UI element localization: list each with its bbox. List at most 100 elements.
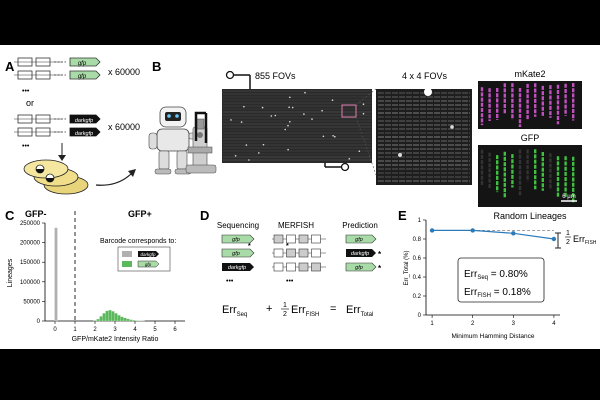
texture-dot — [331, 99, 334, 101]
gfp-label: gfp — [78, 61, 87, 67]
series-line — [432, 229, 554, 240]
y-tick-label: 150000 — [20, 260, 41, 266]
darkgfp-arrow — [69, 127, 101, 137]
random-lineages-label: Random Lineages — [493, 211, 567, 221]
fovs-label: 855 FOVs — [255, 71, 296, 81]
histogram-bar — [96, 318, 100, 322]
histogram-bar — [135, 320, 139, 322]
legend-gfp-arrow — [137, 260, 160, 268]
equals-sign: = — [330, 303, 336, 315]
texture-dot — [245, 144, 248, 146]
data-point — [551, 236, 557, 242]
texture-dot — [240, 121, 243, 123]
zoom-line — [355, 88, 377, 106]
legend-swatch-darkgfp — [122, 251, 132, 257]
seq-arrow-gfp — [221, 234, 255, 244]
microscopy-image-fovs — [222, 89, 372, 163]
darkgfp-construct-row: darkgfp — [14, 127, 101, 137]
err-seq-value: ErrSeq = 0.80% — [464, 269, 528, 281]
texture-dot — [303, 113, 305, 115]
panel-e-letter: E — [398, 208, 407, 223]
merfish-bit-box — [273, 248, 284, 258]
x-tick-label: 1 — [73, 327, 77, 333]
panel-a-letter: A — [5, 59, 15, 74]
darkgfp-construct-row: darkgfp — [14, 114, 101, 124]
texture-dot — [334, 135, 336, 138]
mkate-label: mKate2 — [514, 69, 545, 79]
y-tick-label: 200000 — [20, 241, 41, 247]
merfish-bit-box — [273, 262, 284, 272]
pred-label: gfp — [355, 265, 363, 271]
gfp-channel-label: GFP — [521, 133, 540, 143]
y-tick-label: 0.4 — [413, 275, 422, 281]
connector-line — [194, 111, 206, 141]
y-tick-label: 0.6 — [413, 256, 422, 262]
gfp-positive-label: GFP+ — [128, 209, 152, 219]
merfish-bit-box — [286, 262, 296, 272]
ellipsis: ••• — [22, 88, 30, 95]
pred-label: darkgfp — [351, 251, 369, 257]
texture-dot — [332, 135, 334, 137]
histogram-bar — [132, 320, 136, 322]
x-tick-label: 1 — [430, 321, 434, 327]
seq-arrow-gfp — [221, 248, 255, 258]
annot-denominator: 2 — [566, 239, 570, 246]
y-tick-label: 50000 — [23, 299, 40, 305]
curved-arrow-head — [128, 169, 136, 177]
x-tick-label: 3 — [512, 321, 516, 327]
error-equation: ErrSeq + 1 2 ErrFISH = ErrTotal — [222, 302, 373, 318]
merfish-bit-box — [273, 234, 284, 244]
y-tick-label: 0.8 — [413, 237, 422, 243]
merfish-barcodes — [272, 234, 326, 272]
robot-microscope-icon — [148, 106, 217, 175]
seq-label: gfp — [232, 251, 240, 257]
error-asterisk: * — [378, 264, 382, 273]
x-axis-label: Minimum Hamming Distance — [451, 333, 534, 340]
panel-b: B 855 FOVs — [148, 59, 582, 221]
panel-c-letter: C — [5, 208, 15, 223]
texture-dot — [289, 96, 291, 99]
texture-dot — [304, 91, 306, 94]
scale-bar-label: 6 μm — [562, 194, 575, 200]
err-fish: ErrFISH — [291, 304, 319, 318]
panel-c: C GFP- GFP+ 0500001000001500002000002500… — [5, 208, 185, 343]
x-tick-label: 0 — [53, 327, 57, 333]
texture-dot — [243, 105, 245, 108]
microscopy-texture — [223, 90, 371, 161]
legend-item-gfp: gfp — [145, 262, 152, 267]
histogram-bar — [99, 316, 103, 322]
texture-dot — [311, 118, 313, 120]
pred-arrow-gfp — [345, 262, 377, 272]
legend: Barcode corresponds to: darkgfp gfp — [100, 238, 176, 272]
gfp-negative-label: GFP- — [25, 209, 47, 219]
x-axis-label: GFP/mKate2 Intensity Ratio — [72, 336, 159, 343]
merfish-bit-box — [298, 248, 309, 258]
histogram-bar — [102, 313, 106, 322]
texture-dot — [322, 135, 325, 138]
x-tick-label: 2 — [471, 321, 475, 327]
bright-spot — [398, 153, 402, 157]
histogram-bar — [93, 320, 97, 322]
texture-dot — [248, 159, 250, 161]
histogram-bar — [114, 313, 118, 322]
y-tick-group: 00.20.40.60.81 — [413, 218, 426, 319]
legend-swatch-gfp — [122, 261, 132, 267]
y-tick-label: 250000 — [20, 221, 41, 227]
texture-dot — [261, 106, 264, 109]
panel-a: A gfp gfp x 60000 ••• or — [5, 57, 140, 195]
histogram-bar — [108, 309, 112, 322]
texture-dot — [274, 114, 277, 117]
bracket-annotation: 1 2 ErrFISH — [555, 230, 597, 249]
histogram-bar — [123, 317, 127, 322]
histogram-bar — [105, 310, 109, 322]
texture-dot — [362, 103, 365, 105]
half-numerator: 1 — [283, 302, 287, 309]
merfish-bit-box — [286, 234, 296, 244]
histogram-bar — [54, 227, 58, 322]
x-tick-label: 2 — [93, 327, 97, 333]
texture-dot — [284, 128, 287, 131]
seq-arrow-darkgfp — [222, 263, 254, 271]
endpoint-circle — [340, 162, 350, 172]
